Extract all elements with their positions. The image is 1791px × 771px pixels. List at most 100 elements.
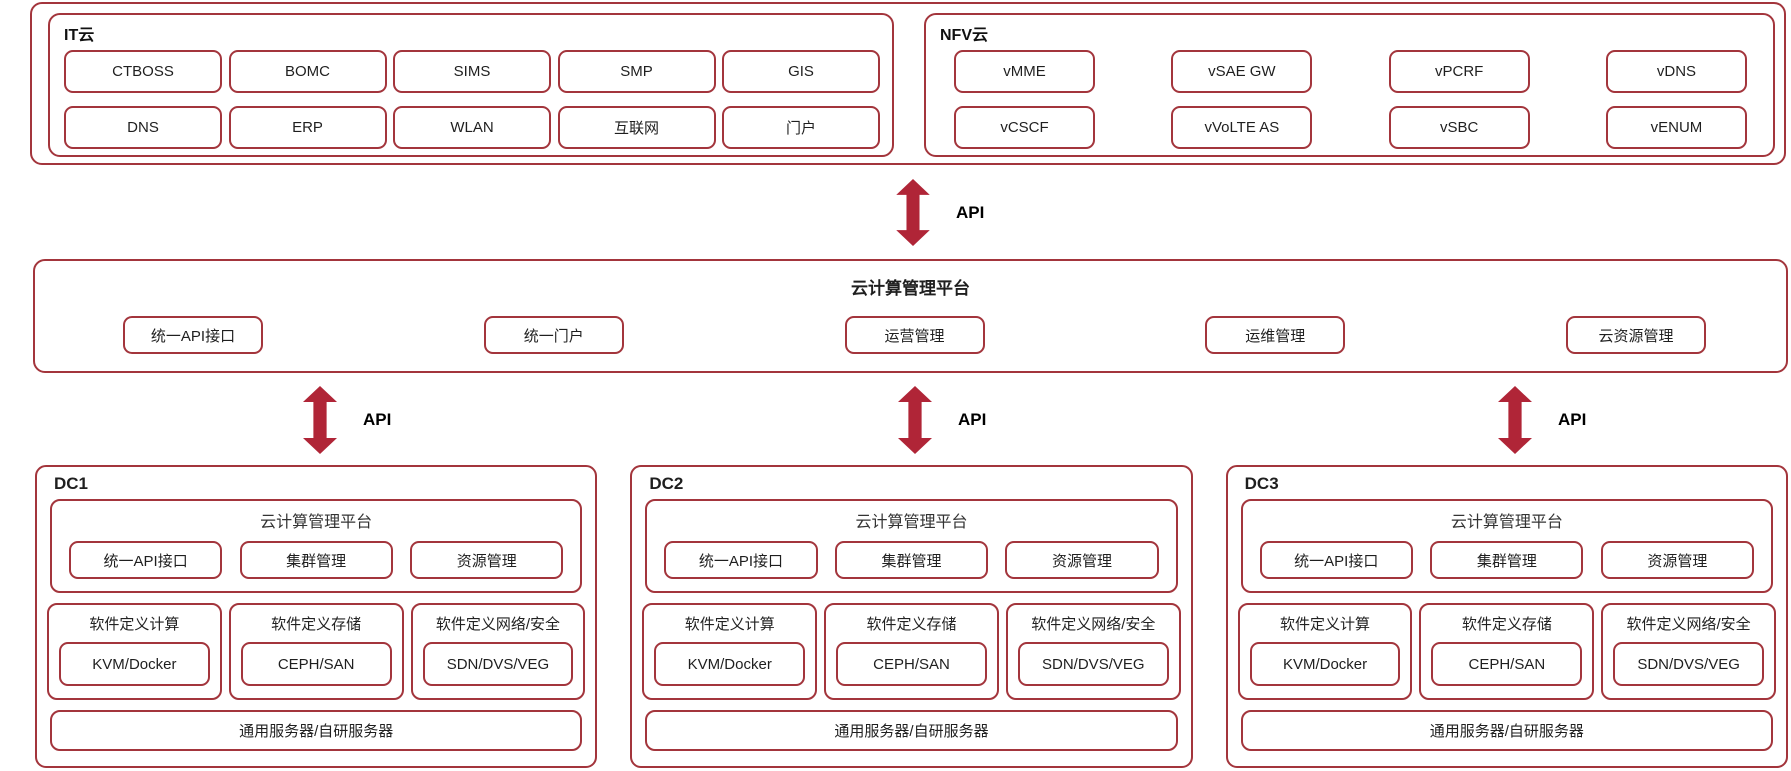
sd-tech: KVM/Docker [59,642,210,686]
vnf-node: vENUM [1605,106,1747,149]
system-node: CTBOSS [64,50,222,93]
sd-title: 软件定义存储 [866,616,957,633]
nfv-cloud-row-2: vCSCF vVoLTE AS vSBC vENUM [940,106,1761,149]
sd-tech: KVM/Docker [654,642,806,686]
vnf-node: vSAE GW [1171,50,1313,93]
software-defined-row: 软件定义计算 KVM/Docker 软件定义存储 CEPH/SAN 软件定义网络… [1237,603,1776,700]
api-connector-top: API [896,179,984,246]
sd-tech: SDN/DVS/VEG [1017,642,1169,686]
software-defined-row: 软件定义计算 KVM/Docker 软件定义存储 CEPH/SAN 软件定义网络… [47,603,586,700]
sd-tech: CEPH/SAN [1431,642,1583,686]
nfv-cloud-row-1: vMME vSAE GW vPCRF vDNS [940,50,1761,93]
double-arrow-icon [898,386,932,454]
api-label: API [958,410,987,429]
dc1-label: DC1 [54,474,89,493]
system-node: SMP [557,50,716,93]
vnf-node: vPCRF [1388,50,1530,93]
platform-module: 统一API接口 [123,316,263,354]
server-bar: 通用服务器/自研服务器 [1240,710,1773,751]
it-cloud-box: IT云 CTBOSS BOMC SIMS SMP GIS DNS ERP WLA… [48,13,894,157]
dc-platform-title: 云计算管理平台 [260,514,373,531]
sd-title: 软件定义计算 [684,616,775,633]
top-clouds-container: IT云 CTBOSS BOMC SIMS SMP GIS DNS ERP WLA… [30,2,1786,165]
dc3-box: DC3 云计算管理平台 统一API接口 集群管理 资源管理 软件定义计算 KVM… [1225,465,1788,768]
sd-network-box: 软件定义网络/安全 SDN/DVS/VEG [1005,603,1181,700]
sd-title: 软件定义存储 [271,616,362,633]
sd-compute-box: 软件定义计算 KVM/Docker [642,603,818,700]
sd-tech: CEPH/SAN [836,642,987,686]
dc-platform-module: 集群管理 [1430,541,1584,579]
dc-platform-title: 云计算管理平台 [855,514,968,531]
software-defined-row: 软件定义计算 KVM/Docker 软件定义存储 CEPH/SAN 软件定义网络… [642,603,1181,700]
system-node: DNS [64,106,222,149]
double-arrow-icon [896,179,930,246]
sd-storage-box: 软件定义存储 CEPH/SAN [228,603,404,700]
sd-tech: SDN/DVS/VEG [422,642,574,686]
dc3-label: DC3 [1244,474,1279,493]
double-arrow-icon [303,386,337,454]
vnf-node: vVoLTE AS [1171,106,1313,149]
api-connector-dc3: API [1498,384,1586,456]
bottom-api-arrow-zone: API API API [0,374,1791,464]
sd-title: 软件定义网络/安全 [1626,616,1751,633]
dc2-platform-box: 云计算管理平台 统一API接口 集群管理 资源管理 [645,499,1178,593]
system-node: 门户 [722,106,880,149]
sd-tech: CEPH/SAN [240,642,392,686]
sd-storage-box: 软件定义存储 CEPH/SAN [1419,603,1595,700]
sd-title: 软件定义网络/安全 [1031,616,1156,633]
dc2-label: DC2 [649,474,684,493]
system-node: ERP [228,106,387,149]
dc-platform-module: 资源管理 [1005,541,1159,579]
sd-tech: SDN/DVS/VEG [1613,642,1764,686]
dc-platform-module: 资源管理 [410,541,564,579]
sd-network-box: 软件定义网络/安全 SDN/DVS/VEG [1601,603,1776,700]
dc1-box: DC1 云计算管理平台 统一API接口 集群管理 资源管理 软件定义计算 KVM… [35,465,598,768]
it-cloud-row-2: DNS ERP WLAN 互联网 门户 [64,106,880,149]
platform-title: 云计算管理平台 [851,279,970,298]
system-node: 互联网 [557,106,716,149]
platform-module: 统一门户 [483,316,624,354]
dc-platform-items: 统一API接口 集群管理 资源管理 [69,541,564,579]
api-label: API [956,202,985,222]
dc-platform-module: 资源管理 [1600,541,1754,579]
sd-network-box: 软件定义网络/安全 SDN/DVS/VEG [410,603,586,700]
api-connector-dc1: API [303,384,391,456]
sd-compute-box: 软件定义计算 KVM/Docker [1237,603,1413,700]
sd-tech: KVM/Docker [1249,642,1401,686]
platform-module: 云资源管理 [1566,316,1706,354]
sd-compute-box: 软件定义计算 KVM/Docker [47,603,222,700]
server-bar: 通用服务器/自研服务器 [50,710,583,751]
dc-platform-module: 集群管理 [834,541,989,579]
platform-module: 运营管理 [844,316,985,354]
nfv-cloud-box: NFV云 vMME vSAE GW vPCRF vDNS vCSCF vVoLT… [924,13,1775,157]
top-api-arrow-zone: API [0,166,1791,258]
vnf-node: vSBC [1388,106,1530,149]
dc3-platform-box: 云计算管理平台 统一API接口 集群管理 资源管理 [1240,499,1773,593]
api-label: API [363,410,392,429]
dc2-box: DC2 云计算管理平台 统一API接口 集群管理 资源管理 软件定义计算 KVM… [630,465,1193,768]
dc-platform-items: 统一API接口 集群管理 资源管理 [664,541,1159,579]
server-bar: 通用服务器/自研服务器 [645,710,1178,751]
vnf-node: vDNS [1605,50,1747,93]
nfv-cloud-title: NFV云 [940,27,989,44]
double-arrow-icon [1498,386,1532,454]
sd-storage-box: 软件定义存储 CEPH/SAN [824,603,999,700]
it-cloud-title: IT云 [64,27,95,44]
sd-title: 软件定义网络/安全 [435,616,561,633]
sd-title: 软件定义计算 [1280,616,1371,633]
system-node: BOMC [228,50,387,93]
system-node: WLAN [393,106,551,149]
vnf-node: vCSCF [954,106,1095,149]
api-label: API [1558,410,1587,429]
dc-platform-items: 统一API接口 集群管理 资源管理 [1259,541,1754,579]
dc-platform-module: 集群管理 [239,541,393,579]
it-cloud-row-1: CTBOSS BOMC SIMS SMP GIS [64,50,880,93]
system-node: SIMS [393,50,551,93]
dc-platform-module: 统一API接口 [1259,541,1413,579]
api-connector-dc2: API [898,384,986,456]
sd-title: 软件定义存储 [1461,616,1552,633]
dc1-platform-box: 云计算管理平台 统一API接口 集群管理 资源管理 [50,499,583,593]
management-platform-box: 云计算管理平台 统一API接口 统一门户 运营管理 运维管理 云资源管理 [33,259,1788,373]
platform-module: 运维管理 [1205,316,1346,354]
dc-platform-title: 云计算管理平台 [1450,514,1563,531]
